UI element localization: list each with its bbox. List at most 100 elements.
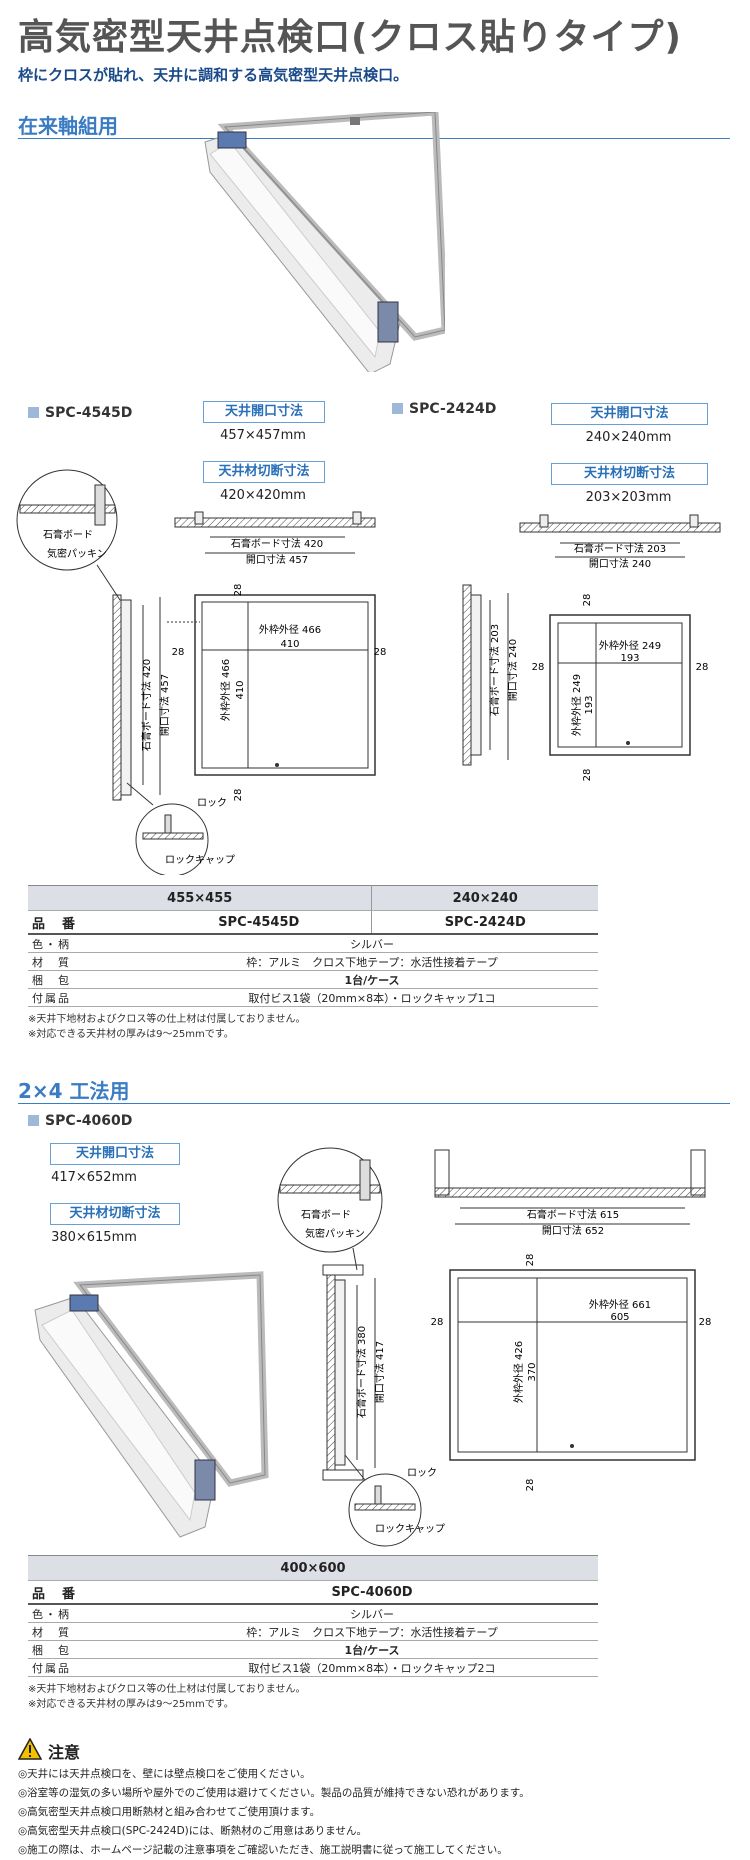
dim-side-opening-b: 開口寸法 240 bbox=[506, 639, 519, 701]
hinban-c: SPC-4060D bbox=[146, 1580, 598, 1605]
dim-inner-height: 410 bbox=[235, 680, 246, 699]
callout-lock-cap-c: ロックキャップ bbox=[375, 1523, 445, 1535]
page-subtitle: 枠にクロスが貼れ、天井に調和する高気密型天井点検口。 bbox=[18, 66, 409, 84]
row-label-color-c: 色・柄 bbox=[28, 1604, 146, 1623]
cut-size-label-c: 天井材切断寸法 bbox=[50, 1203, 180, 1225]
note-4: ※対応できる天井材の厚みは9～25mmです。 bbox=[28, 1699, 234, 1710]
row-label-packing-c: 梱 包 bbox=[28, 1640, 146, 1659]
model-label-spc4060d: SPC-4060D bbox=[28, 1113, 132, 1129]
dim-board-width-c: 石膏ボード寸法 615 bbox=[527, 1208, 619, 1221]
dim-side-opening-c: 開口寸法 417 bbox=[373, 1341, 386, 1403]
cut-size-label-b: 天井材切断寸法 bbox=[551, 463, 708, 485]
dim-margin-left: 28 bbox=[172, 647, 185, 658]
hinban-a: SPC-4545D bbox=[146, 910, 373, 935]
note-1: ※天井下地材およびクロス等の仕上材は付属しておりません。 bbox=[28, 1014, 306, 1025]
dim-outer-height: 外枠外径 466 bbox=[219, 659, 232, 721]
dim-margin-bottom-b: 28 bbox=[582, 769, 593, 782]
dim-margin-left-b: 28 bbox=[532, 662, 545, 673]
row-label-color: 色・柄 bbox=[28, 934, 146, 953]
technical-drawing-spc4060d: 石膏ボード 気密パッキン 石膏ボード寸法 615 開口寸法 652 石膏ボード寸… bbox=[277, 1147, 712, 1547]
size-header-b: 240×240 bbox=[371, 885, 598, 911]
page-title: 高気密型天井点検口(クロス貼りタイプ) bbox=[18, 17, 682, 58]
dim-inner-width-c: 605 bbox=[610, 1312, 629, 1323]
dim-outer-width: 外枠外径 466 bbox=[259, 623, 321, 636]
product-photo-open-hatch bbox=[204, 112, 445, 372]
dim-outer-height-c: 外枠外径 426 bbox=[512, 1341, 525, 1403]
opening-size-label-c: 天井開口寸法 bbox=[50, 1143, 180, 1165]
dim-opening-width: 開口寸法 457 bbox=[246, 553, 308, 566]
dim-inner-height-c: 370 bbox=[527, 1362, 538, 1381]
dim-side-opening: 開口寸法 457 bbox=[158, 674, 171, 736]
technical-drawing-spc2424d: 石膏ボード寸法 203 開口寸法 240 石膏ボード寸法 203 開口寸法 24… bbox=[462, 514, 721, 782]
dim-margin-top-b: 28 bbox=[582, 594, 593, 607]
dim-side-board: 石膏ボード寸法 420 bbox=[140, 659, 153, 751]
color-value: シルバー bbox=[146, 934, 598, 953]
section-heading-2x4: 2×4 工法用 bbox=[18, 1079, 130, 1103]
dim-side-board-b: 石膏ボード寸法 203 bbox=[488, 624, 501, 716]
row-label-hinban: 品 番 bbox=[28, 910, 146, 935]
dim-inner-width: 410 bbox=[280, 639, 299, 650]
dim-margin-right-b: 28 bbox=[696, 662, 709, 673]
dim-margin-left-c: 28 bbox=[431, 1317, 444, 1328]
opening-size-label: 天井開口寸法 bbox=[203, 401, 325, 423]
caution-item: ◎施工の際は、ホームページ記載の注意事項をご確認いただき、施工説明書に従って施工… bbox=[18, 1844, 508, 1856]
callout-board: 石膏ボード bbox=[43, 528, 93, 541]
size-header-c: 400×600 bbox=[28, 1555, 598, 1581]
dim-side-board-c: 石膏ボード寸法 380 bbox=[355, 1326, 368, 1418]
accessories-value: 取付ビス1袋（20mm×8本）・ロックキャップ1コ bbox=[146, 988, 598, 1007]
caution-item: ◎浴室等の湿気の多い場所や屋外でのご使用は避けてください。製品の品質が維持できな… bbox=[18, 1787, 530, 1799]
hinban-b: SPC-2424D bbox=[371, 910, 598, 935]
spec-table-2x4: 400×600 品 番 SPC-4060D 色・柄シルバー 材 質枠：アルミ ク… bbox=[28, 1555, 598, 1677]
caution-list: ◎天井には天井点検口を、壁には壁点検口をご使用ください。 ◎浴室等の湿気の多い場… bbox=[18, 1765, 530, 1860]
warning-icon bbox=[18, 1738, 42, 1760]
dim-margin-bottom: 28 bbox=[233, 789, 244, 802]
dim-margin-right: 28 bbox=[374, 647, 387, 658]
dim-outer-width-c: 外枠外径 661 bbox=[589, 1298, 651, 1311]
dim-outer-width-b: 外枠外径 249 bbox=[599, 639, 661, 652]
product-photo-open-hatch-2x4 bbox=[34, 1271, 269, 1538]
dim-outer-height-b: 外枠外径 249 bbox=[570, 674, 583, 736]
packing-value: 1台/ケース bbox=[146, 970, 598, 989]
cut-size-label: 天井材切断寸法 bbox=[203, 461, 325, 483]
color-value-c: シルバー bbox=[146, 1604, 598, 1623]
callout-gasket-c: 気密パッキン bbox=[305, 1227, 365, 1240]
material-value-c: 枠：アルミ クロス下地テープ：水活性接着テープ bbox=[146, 1622, 598, 1641]
section-divider bbox=[18, 138, 730, 139]
row-label-hinban-c: 品 番 bbox=[28, 1580, 146, 1605]
row-label-accessories: 付属品 bbox=[28, 988, 146, 1007]
cut-size-value: 420×420mm bbox=[220, 488, 306, 503]
spec-table-conventional: 455×455 240×240 品 番 SPC-4545D SPC-2424D … bbox=[28, 885, 598, 1007]
opening-size-value: 457×457mm bbox=[220, 428, 306, 443]
note-2: ※対応できる天井材の厚みは9～25mmです。 bbox=[28, 1029, 234, 1040]
row-label-packing: 梱 包 bbox=[28, 970, 146, 989]
dim-inner-width-b: 193 bbox=[620, 653, 639, 664]
note-3: ※天井下地材およびクロス等の仕上材は付属しておりません。 bbox=[28, 1684, 306, 1695]
dim-margin-top-c: 28 bbox=[525, 1254, 536, 1267]
dim-opening-width-c: 開口寸法 652 bbox=[542, 1224, 604, 1237]
material-value: 枠：アルミ クロス下地テープ：水活性接着テープ bbox=[146, 952, 598, 971]
board-section bbox=[19, 504, 116, 514]
section-heading-conventional: 在来軸組用 bbox=[18, 114, 118, 138]
technical-drawing-spc4545d: 石膏ボード 気密パッキン 石膏ボード寸法 420 開口寸法 457 石膏ボード寸… bbox=[16, 469, 387, 875]
packing-value-c: 1台/ケース bbox=[146, 1640, 598, 1659]
size-header-a: 455×455 bbox=[28, 885, 373, 911]
callout-lock-c: ロック bbox=[407, 1467, 437, 1479]
dim-margin-top: 28 bbox=[233, 584, 244, 597]
opening-size-label-b: 天井開口寸法 bbox=[551, 403, 708, 425]
caution-item: ◎高気密型天井点検口(SPC-2424D)には、断熱材のご用意はありません。 bbox=[18, 1825, 367, 1837]
accessories-value-c: 取付ビス1袋（20mm×8本）・ロックキャップ2コ bbox=[146, 1658, 598, 1677]
callout-lock-cap: ロックキャップ bbox=[165, 854, 235, 866]
opening-size-value-c: 417×652mm bbox=[51, 1170, 137, 1185]
dim-board-width-b: 石膏ボード寸法 203 bbox=[574, 542, 666, 555]
opening-size-value-b: 240×240mm bbox=[585, 430, 672, 445]
row-label-material-c: 材 質 bbox=[28, 1622, 146, 1641]
dim-inner-height-b: 193 bbox=[584, 695, 595, 714]
row-label-material: 材 質 bbox=[28, 952, 146, 971]
cut-size-value-c: 380×615mm bbox=[51, 1230, 137, 1245]
caution-item: ◎高気密型天井点検口用断熱材と組み合わせてご使用頂けます。 bbox=[18, 1806, 321, 1818]
dim-board-width: 石膏ボード寸法 420 bbox=[231, 537, 323, 550]
dim-margin-right-c: 28 bbox=[699, 1317, 712, 1328]
cut-size-value-b: 203×203mm bbox=[585, 490, 672, 505]
dim-opening-width-b: 開口寸法 240 bbox=[589, 557, 651, 570]
callout-board-c: 石膏ボード bbox=[301, 1208, 351, 1221]
